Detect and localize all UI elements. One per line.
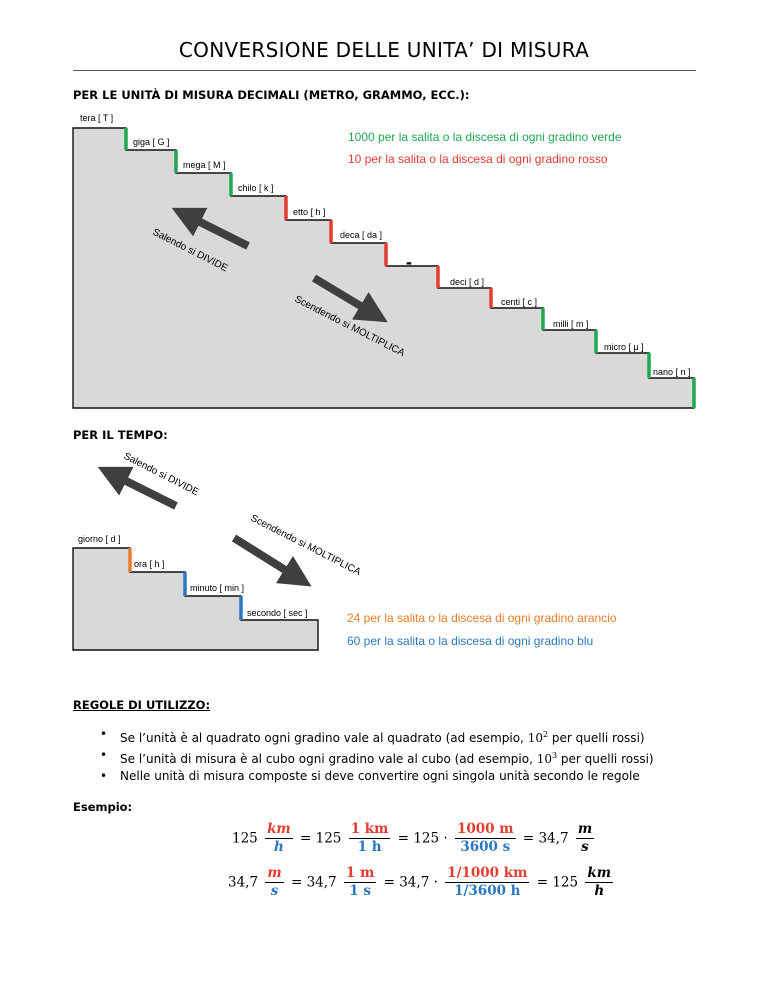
legend-green: 1000 per la salita o la discesa di ogni … <box>348 130 622 144</box>
decimal-stair-shape <box>72 127 695 409</box>
section-heading-time: PER IL TEMPO: <box>73 428 168 442</box>
rule-item: Se l’unità di misura è al cubo ogni grad… <box>100 745 654 766</box>
step-label-secondo: secondo [ sec ] <box>247 608 308 618</box>
arrow-down-icon <box>231 534 312 587</box>
unit-dash: - <box>406 252 412 272</box>
step-label-chilo: chilo [ k ] <box>238 183 274 193</box>
step-label-etto: etto [ h ] <box>293 207 326 217</box>
step-label-centi: centi [ c ] <box>501 297 537 307</box>
page-title: CONVERSIONE DELLE UNITA’ DI MISURA <box>178 38 590 62</box>
step-label-nano: nano [ n ] <box>653 367 691 377</box>
section-heading-example: Esempio: <box>73 800 133 814</box>
legend-red: 10 per la salita o la discesa di ogni gr… <box>348 152 608 166</box>
arrow-up-icon <box>171 207 250 250</box>
step-label-giga: giga [ G ] <box>133 137 170 147</box>
legend-blue: 60 per la salita o la discesa di ogni gr… <box>347 634 593 648</box>
legend-orange: 24 per la salita o la discesa di ogni gr… <box>347 611 617 625</box>
decimal-staircase-diagram: tera [ T ] giga [ G ] mega [ M ] chilo [… <box>72 113 696 409</box>
step-label-deca: deca [ da ] <box>340 230 382 240</box>
step-label-tera: tera [ T ] <box>80 113 113 123</box>
step-label-mega: mega [ M ] <box>183 160 226 170</box>
arrow-up-icon <box>97 466 178 510</box>
arrow-down-icon <box>311 274 388 323</box>
title-divider <box>73 70 696 71</box>
section-heading-decimal: PER LE UNITÀ DI MISURA DECIMALI (METRO, … <box>73 88 470 102</box>
step-label-ora: ora [ h ] <box>134 559 165 569</box>
step-label-minuto: minuto [ min ] <box>190 583 244 593</box>
rule-item: Se l’unità è al quadrato ogni gradino va… <box>100 724 654 745</box>
rules-list: Se l’unità è al quadrato ogni gradino va… <box>100 724 654 787</box>
step-label-giorno: giorno [ d ] <box>78 534 121 544</box>
time-staircase-diagram: giorno [ d ] ora [ h ] minuto [ min ] se… <box>72 451 617 651</box>
step-label-milli: milli [ m ] <box>553 319 589 329</box>
rule-item: Nelle unità di misura composte si deve c… <box>100 766 654 787</box>
step-label-deci: deci [ d ] <box>450 277 484 287</box>
time-risers <box>128 548 243 620</box>
decimal-risers <box>124 128 696 408</box>
arrow-up-label: Salendo si DIVIDE <box>122 451 201 499</box>
section-heading-rules: REGOLE DI UTILIZZO: <box>73 698 211 712</box>
arrow-down-label: Scendendo si MOLTIPLICA <box>249 513 363 578</box>
step-label-micro: micro [ μ ] <box>604 342 644 352</box>
